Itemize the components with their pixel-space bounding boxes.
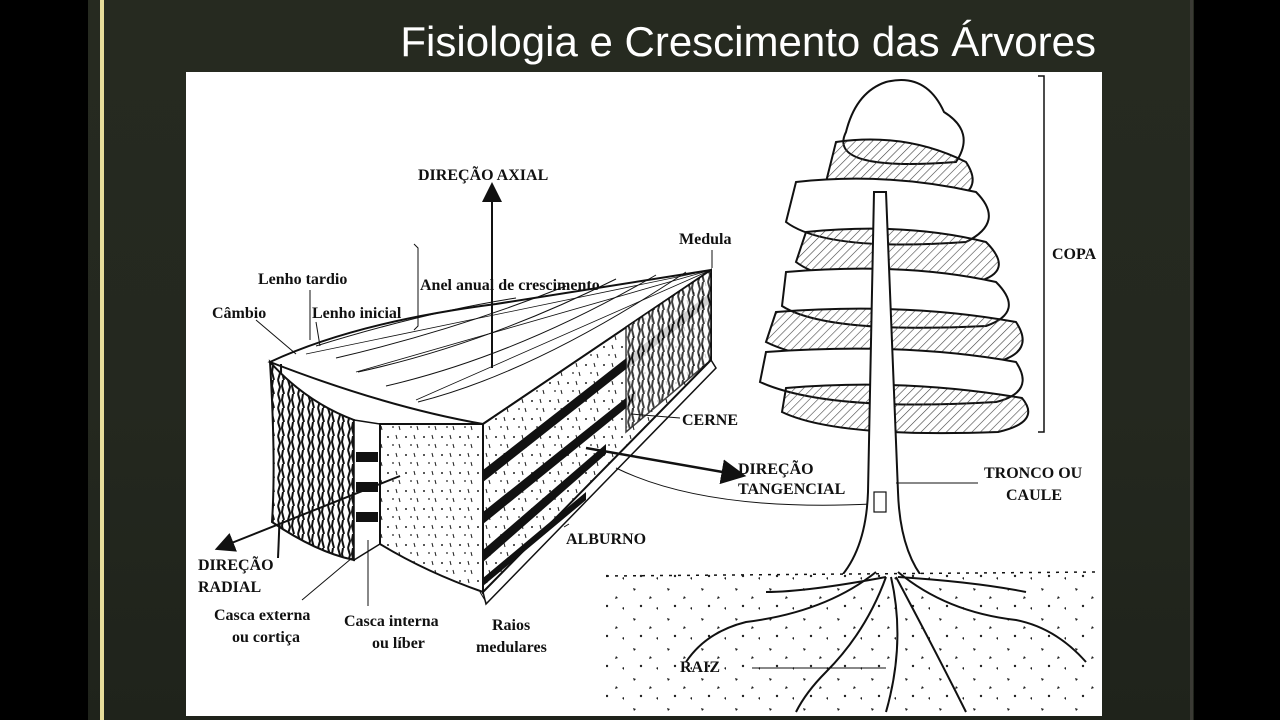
label-copa: COPA — [1052, 246, 1097, 263]
wood-anatomy-figure: DIREÇÃO AXIAL Medula Lenho tardio Anel a… — [186, 72, 1102, 716]
label-raios-medulares-1: Raios — [492, 617, 530, 634]
label-casca-externa-1: Casca externa — [214, 607, 310, 624]
label-lenho-inicial: Lenho inicial — [312, 305, 402, 322]
label-alburno: ALBURNO — [566, 531, 646, 548]
slide-right-edge — [1190, 0, 1193, 720]
slide-title: Fisiologia e Crescimento das Árvores — [400, 18, 1096, 65]
radial-direction-arrow — [214, 475, 401, 552]
label-direcao-radial-2: RADIAL — [198, 579, 261, 596]
label-lenho-tardio: Lenho tardio — [258, 271, 347, 288]
label-raios-medulares-2: medulares — [476, 639, 547, 656]
label-tronco-2: CAULE — [1006, 487, 1062, 504]
label-direcao-axial: DIREÇÃO AXIAL — [418, 165, 548, 184]
label-casca-externa-2: ou cortiça — [232, 629, 300, 646]
wood-anatomy-diagram: DIREÇÃO AXIAL Medula Lenho tardio Anel a… — [198, 75, 1097, 716]
copa-bracket — [1038, 75, 1045, 433]
label-medula: Medula — [679, 231, 731, 248]
label-cerne: CERNE — [682, 412, 738, 429]
slide-accent-bar — [100, 0, 104, 720]
tree-drawing — [605, 79, 1097, 716]
label-tronco-1: TRONCO OU — [984, 465, 1083, 482]
label-cambio: Câmbio — [212, 305, 266, 322]
label-direcao-tangencial-1: DIREÇÃO — [738, 459, 814, 478]
label-direcao-tangencial-2: TANGENCIAL — [738, 481, 845, 498]
label-anel-anual: Anel anual de crescimento — [420, 277, 600, 294]
tangential-direction-arrow — [585, 446, 747, 485]
label-raiz: RAIZ — [680, 659, 720, 676]
wood-block-drawing — [267, 268, 717, 606]
leader-lines — [255, 243, 873, 606]
label-casca-interna-1: Casca interna — [344, 613, 439, 630]
label-direcao-radial-1: DIREÇÃO — [198, 555, 274, 574]
label-casca-interna-2: ou líber — [372, 635, 425, 652]
